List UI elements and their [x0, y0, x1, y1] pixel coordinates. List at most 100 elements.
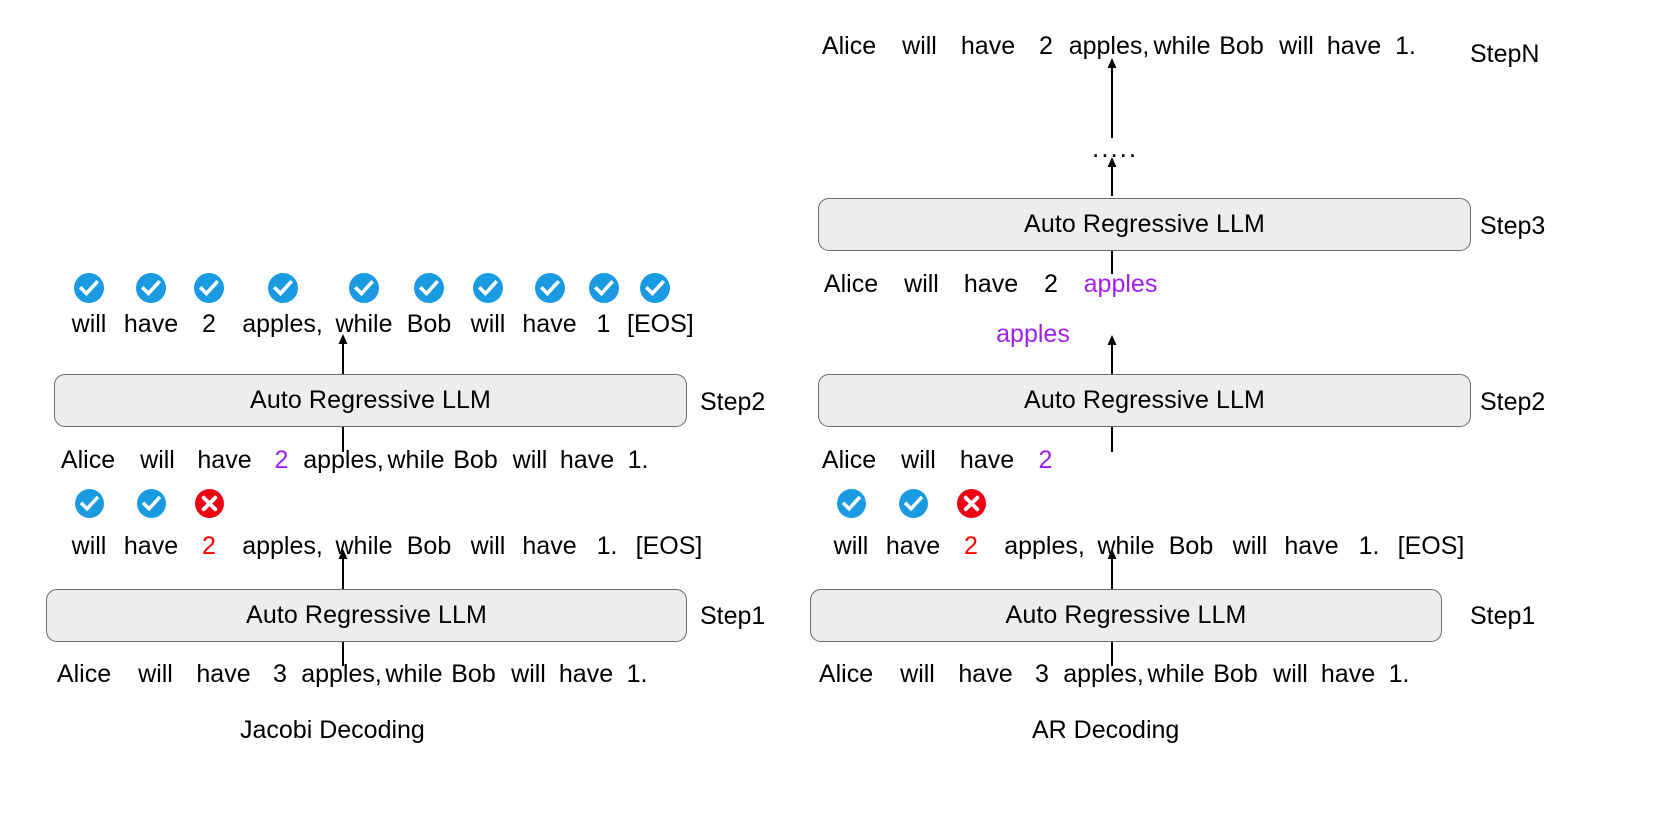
check-circle-icon	[580, 273, 627, 303]
token: have	[1326, 32, 1382, 60]
token: 2	[1044, 270, 1058, 298]
check-circle-icon	[238, 273, 327, 303]
right-step3-input-connector	[1105, 251, 1119, 274]
token-highlight: 2	[202, 532, 216, 560]
right-stepN-step-label: StepN	[1470, 40, 1540, 68]
token: Alice	[821, 32, 877, 60]
token: 1.	[627, 446, 649, 474]
left-step1-output-arrow	[336, 549, 350, 589]
check-circle-icon	[818, 489, 884, 518]
token-highlight: apples	[996, 320, 1070, 348]
token: will	[140, 446, 175, 474]
token: apples,	[242, 310, 323, 338]
token: [EOS]	[627, 310, 694, 338]
left-step2-marker-row	[56, 273, 686, 303]
token-highlight: 2	[964, 532, 978, 560]
token-highlight: 2	[274, 446, 289, 474]
token: Bob	[406, 310, 452, 338]
token: apples,	[1063, 660, 1144, 688]
left-step2-step-label: Step2	[700, 388, 766, 416]
token: will	[833, 532, 869, 560]
token: 2	[1039, 32, 1053, 60]
check-circle-icon	[627, 273, 683, 303]
left-step1-input-connector	[336, 642, 350, 666]
left-step1-input-tokens: Alice will have 3 apples, while Bob will…	[44, 662, 657, 687]
token: Alice	[821, 446, 877, 474]
token: have	[958, 660, 1013, 688]
token: 1.	[1358, 532, 1380, 560]
right-step2-llm-box[interactable]: Auto Regressive LLM	[818, 374, 1471, 427]
check-circle-icon	[884, 489, 942, 518]
token: 1.	[1395, 32, 1416, 60]
right-stepN-output-tokens: Alice will have 2 apples, while Bob will…	[810, 34, 1426, 59]
token: while	[1147, 660, 1205, 688]
right-step1-marker-row	[818, 489, 1000, 518]
token: Alice	[56, 660, 112, 688]
token: have	[885, 532, 941, 560]
check-circle-icon	[327, 273, 401, 303]
left-step2-input-tokens: Alice will have 2 apples, while Bob will…	[49, 448, 658, 473]
right-stepN-arrow	[1105, 58, 1119, 138]
token: Bob	[451, 660, 496, 688]
llm-box-label: Auto Regressive LLM	[1024, 210, 1265, 238]
check-circle-icon	[401, 273, 457, 303]
token: will	[71, 532, 107, 560]
token: will	[1232, 532, 1268, 560]
token: have	[963, 270, 1019, 298]
llm-box-label: Auto Regressive LLM	[1005, 601, 1247, 629]
token: apples,	[1004, 532, 1085, 560]
right-step1-llm-box[interactable]: Auto Regressive LLM	[810, 589, 1442, 642]
token: while	[1153, 32, 1211, 60]
token: apples,	[242, 532, 323, 560]
right-step2-step-label: Step2	[1480, 388, 1546, 416]
token: Bob	[1213, 660, 1258, 688]
left-step1-llm-box[interactable]: Auto Regressive LLM	[46, 589, 687, 642]
token: have	[197, 446, 252, 474]
right-step2-output-arrow	[1105, 335, 1119, 374]
left-step2-llm-box[interactable]: Auto Regressive LLM	[54, 374, 687, 427]
right-step1-output-tokens: will have 2 apples, while Bob will have …	[818, 534, 1466, 559]
token-highlight: 2	[1038, 446, 1053, 474]
token: have	[123, 532, 179, 560]
cross-circle-icon	[942, 489, 1000, 518]
right-step2-input-tokens: Alice will have 2	[810, 448, 1066, 473]
token: 3	[1035, 660, 1049, 688]
token: Alice	[60, 446, 116, 474]
left-step2-output-tokens: will have 2 apples, while Bob will have …	[56, 310, 694, 338]
token: Bob	[1219, 32, 1264, 60]
left-step1-step-label: Step1	[700, 602, 766, 630]
token: will	[1279, 32, 1314, 60]
llm-box-label: Auto Regressive LLM	[1024, 386, 1265, 414]
left-panel-caption: Jacobi Decoding	[240, 716, 425, 744]
token: Bob	[406, 532, 452, 560]
left-step1-marker-row	[56, 489, 238, 518]
check-circle-icon	[122, 273, 180, 303]
token: [EOS]	[635, 532, 703, 560]
token: 1	[596, 310, 611, 338]
token: while	[387, 446, 445, 474]
token: have	[1320, 660, 1376, 688]
right-step3-llm-box[interactable]: Auto Regressive LLM	[818, 198, 1471, 251]
token: Bob	[1168, 532, 1214, 560]
token: Alice	[823, 270, 879, 298]
token: will	[1273, 660, 1308, 688]
token: 3	[273, 660, 287, 688]
token: have	[959, 446, 1015, 474]
token: will	[901, 446, 936, 474]
token: have	[559, 446, 615, 474]
token: have	[123, 310, 179, 338]
token: 1.	[596, 532, 618, 560]
check-circle-icon	[180, 273, 238, 303]
token: 1.	[1388, 660, 1410, 688]
cross-circle-icon	[180, 489, 238, 518]
llm-box-label: Auto Regressive LLM	[250, 386, 491, 414]
llm-box-label: Auto Regressive LLM	[246, 601, 487, 629]
check-circle-icon	[457, 273, 519, 303]
token: while	[1097, 532, 1155, 560]
ellipsis-dots: .....	[1092, 133, 1139, 163]
check-circle-icon	[122, 489, 180, 518]
token: will	[902, 32, 937, 60]
token: apples,	[301, 660, 382, 688]
right-step3-step-label: Step3	[1480, 212, 1546, 240]
